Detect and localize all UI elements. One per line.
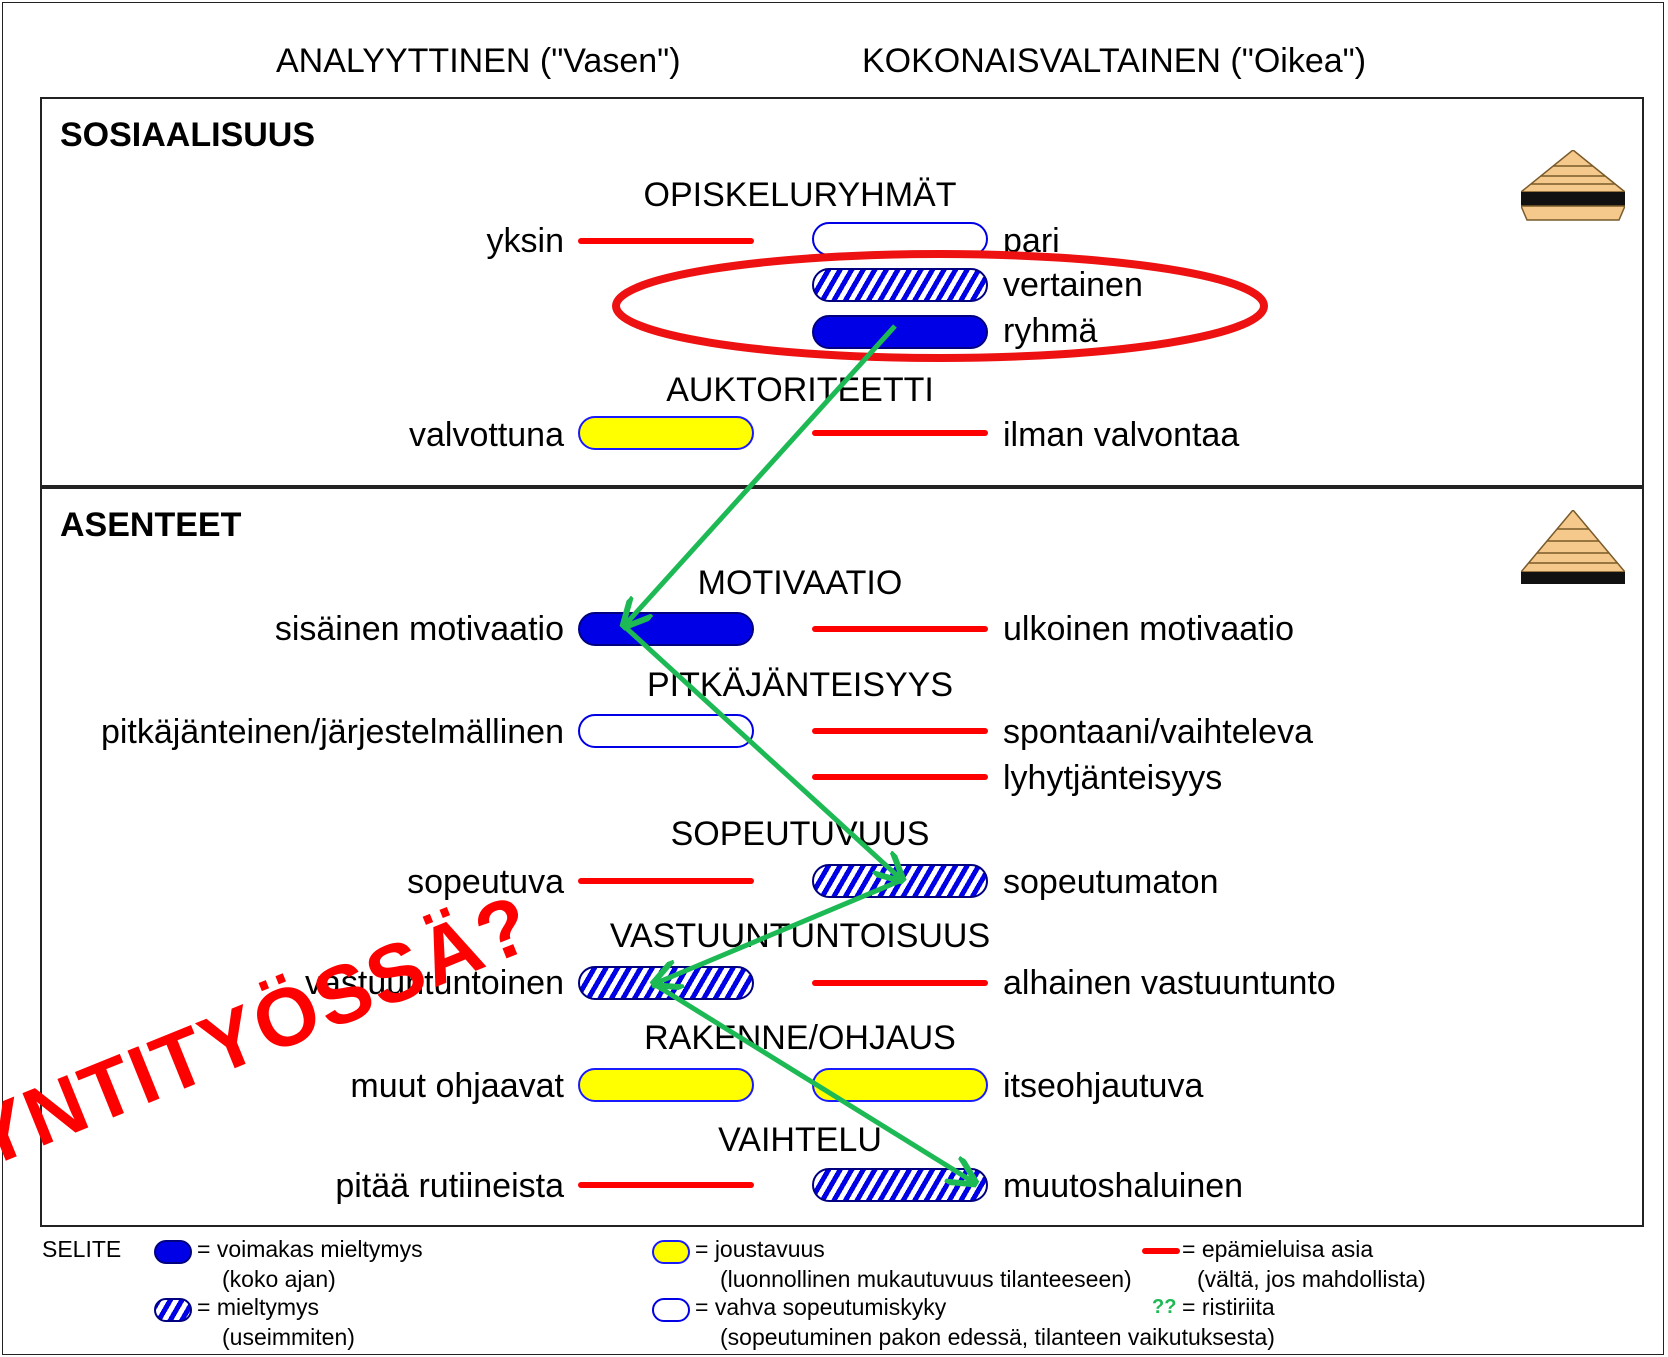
label-lyhytjanteisyys: lyhytjänteisyys	[1003, 759, 1223, 797]
section-title-sosiaalisuus: SOSIAALISUUS	[60, 116, 316, 154]
legend-preference-note: (useimmiten)	[222, 1324, 355, 1350]
factor-vastuuntuntoisuus: VASTUUNTUNTOISUUS	[609, 917, 991, 955]
legend-adapt-icon	[652, 1298, 690, 1322]
label-pari: pari	[1003, 222, 1060, 260]
legend-flexibility-icon	[652, 1240, 690, 1264]
label-ulkoinen-motivaatio: ulkoinen motivaatio	[1003, 610, 1295, 648]
label-yksin: yksin	[486, 222, 564, 260]
factor-auktoriteetti: AUKTORITEETTI	[666, 371, 934, 409]
label-pitaa-rutiineista: pitää rutiineista	[335, 1167, 564, 1205]
legend-strong-icon	[154, 1240, 192, 1264]
legend-avoid-note: (vältä, jos mahdollista)	[1197, 1266, 1426, 1292]
legend-conflict-label: = ristiriita	[1182, 1294, 1275, 1320]
bar-avoid	[812, 980, 988, 986]
bar-adapt	[812, 222, 988, 256]
legend-preference-icon	[154, 1298, 192, 1322]
bar-flexibility	[812, 1068, 988, 1102]
bar-avoid	[578, 878, 754, 884]
label-muut-ohjaavat: muut ohjaavat	[350, 1067, 564, 1105]
section-title-asenteet: ASENTEET	[60, 506, 242, 544]
label-vertainen: vertainen	[1003, 266, 1143, 304]
bar-preference	[812, 268, 988, 302]
factor-sopeutuvuus: SOPEUTUVUUS	[670, 815, 930, 853]
label-sopeutuva: sopeutuva	[407, 863, 564, 901]
legend-preference-label: = mieltymys	[197, 1294, 320, 1320]
factor-opiskeluryhmat: OPISKELURYHMÄT	[643, 176, 957, 214]
bar-avoid	[812, 430, 988, 436]
bar-adapt	[578, 714, 754, 748]
bar-avoid	[812, 774, 988, 780]
label-ryhma: ryhmä	[1003, 312, 1098, 350]
pyramid-icon	[1521, 150, 1625, 221]
legend-adapt-label: = vahva sopeutumiskyky	[695, 1294, 947, 1320]
bar-flexibility	[578, 1068, 754, 1102]
legend: SELITE = voimakas mieltymys (koko ajan) …	[40, 1232, 1640, 1352]
legend-title: SELITE	[42, 1236, 122, 1262]
legend-strong-note: (koko ajan)	[222, 1266, 336, 1292]
factor-rakenne-ohjaus: RAKENNE/OHJAUS	[644, 1019, 956, 1057]
factor-motivaatio: MOTIVAATIO	[697, 564, 903, 602]
label-spontaani: spontaani/vaihteleva	[1003, 713, 1314, 751]
bar-avoid	[578, 238, 754, 244]
bar-avoid	[578, 1182, 754, 1188]
label-sisainen-motivaatio: sisäinen motivaatio	[274, 610, 564, 648]
bar-preference	[812, 864, 988, 898]
column-header-left: ANALYYTTINEN ("Vasen")	[276, 42, 681, 80]
label-alhainen-vastuuntunto: alhainen vastuuntunto	[1003, 964, 1336, 1002]
legend-flexibility-note: (luonnollinen mukautuvuus tilanteeseen)	[720, 1266, 1132, 1292]
legend-conflict-icon: ??	[1152, 1296, 1177, 1318]
legend-avoid-label: = epämieluisa asia	[1182, 1236, 1374, 1262]
label-itseohjautuva: itseohjautuva	[1003, 1067, 1204, 1105]
bar-preference	[812, 1168, 988, 1202]
bar-preference	[578, 966, 754, 1000]
label-ilman-valvontaa: ilman valvontaa	[1003, 416, 1240, 454]
pyramid-icon	[1521, 510, 1625, 584]
factor-vaihtelu: VAIHTELU	[718, 1121, 882, 1159]
label-sopeutumaton: sopeutumaton	[1003, 863, 1219, 901]
column-header-right: KOKONAISVALTAINEN ("Oikea")	[862, 42, 1367, 80]
bar-strong	[812, 315, 988, 349]
label-pitkajanteinen: pitkäjänteinen/järjestelmällinen	[100, 713, 564, 751]
bar-flexibility	[578, 416, 754, 450]
legend-flexibility-label: = joustavuus	[695, 1236, 825, 1262]
factor-pitkajanteisyys: PITKÄJÄNTEISYYS	[646, 666, 954, 704]
legend-strong-label: = voimakas mieltymys	[197, 1236, 423, 1262]
legend-avoid-icon	[1142, 1248, 1180, 1254]
label-muutoshaluinen: muutoshaluinen	[1003, 1167, 1244, 1205]
bar-strong	[578, 612, 754, 646]
legend-adapt-note: (sopeutuminen pakon edessä, tilanteen va…	[720, 1324, 1275, 1350]
bar-avoid	[812, 626, 988, 632]
label-vastuuntuntoinen: vastuuntuntoinen	[305, 964, 564, 1002]
label-valvottuna: valvottuna	[409, 416, 564, 454]
bar-avoid	[812, 728, 988, 734]
